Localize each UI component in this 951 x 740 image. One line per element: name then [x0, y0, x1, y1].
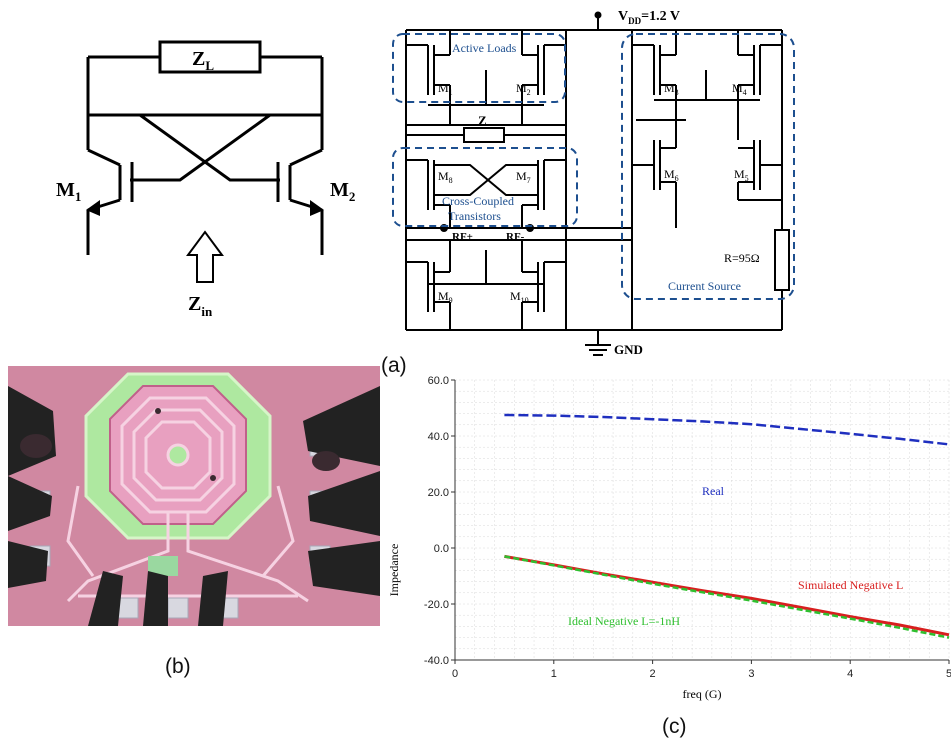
m2-arrow-icon [310, 200, 324, 216]
transistors-label: Transistors [448, 209, 501, 223]
x-tick-label: 4 [847, 668, 853, 680]
m9-label: M9 [438, 289, 453, 305]
negative-impedance-schematic: ZL M1 M2 Zin [56, 40, 355, 319]
series-label-real: Real [702, 484, 725, 498]
x-tick-label: 0 [452, 668, 458, 680]
series-real-line [504, 413, 950, 446]
m1-arrow-icon [86, 200, 100, 216]
input-arrow-icon [186, 230, 224, 283]
m1-label: M1 [438, 81, 453, 97]
z-label: Z [478, 113, 487, 128]
chart-series [504, 413, 950, 639]
x-tick-label: 3 [748, 668, 754, 680]
current-source-label: Current Source [668, 279, 741, 293]
m2-label: M2 [330, 179, 355, 204]
y-tick-label: -20.0 [424, 599, 449, 611]
current-source-box [621, 33, 795, 300]
x-tick-label: 5 [946, 668, 951, 680]
y-tick-label: 40.0 [428, 431, 449, 443]
chart-ticks: 0 1 2 3 4 5 60.0 40.0 20.0 0.0 -20.0 -40.0 [424, 375, 951, 680]
z-resistor [463, 127, 505, 143]
x-tick-label: 1 [551, 668, 557, 680]
active-loads-label: Active Loads [452, 41, 517, 55]
vdd-label: VDD=1.2 V [618, 9, 680, 26]
y-tick-label: 60.0 [428, 375, 449, 387]
series-label-ideal: Ideal Negative L=-1nH [568, 614, 680, 628]
zl-impedance-box [158, 40, 262, 74]
m5-label: M5 [734, 167, 749, 183]
caption-a: (a) [381, 354, 407, 377]
schematic-a-wires [405, 15, 783, 356]
zin-label: Zin [188, 293, 213, 319]
r-resistor [774, 229, 790, 291]
chart-x-axis-label: freq (G) [683, 687, 722, 701]
cross-coupled-box [392, 147, 578, 227]
m3-label: M3 [664, 81, 679, 97]
gnd-label: GND [614, 342, 643, 357]
m10-label: M10 [510, 289, 529, 305]
m1-label: M1 [56, 179, 81, 204]
y-tick-label: 20.0 [428, 487, 449, 499]
y-tick-label: 0.0 [434, 543, 449, 555]
chip-micrograph-drawing [8, 366, 380, 626]
spiral-inductor [120, 396, 236, 514]
x-tick-label: 2 [650, 668, 656, 680]
chart-grid [454, 379, 950, 661]
m7-label: M7 [516, 169, 531, 185]
caption-b: (b) [165, 655, 191, 678]
dashed-boxes [392, 33, 795, 300]
series-ideal-line [504, 555, 950, 639]
series-label-simulated: Simulated Negative L [798, 578, 903, 592]
schematic-wires [86, 55, 324, 255]
caption-c: (c) [662, 715, 687, 738]
vco-schematic-a: VDD=1.2 V GND Active Loads Cross-Coupled… [392, 9, 795, 357]
m6-label: M6 [664, 167, 679, 183]
m2-label: M2 [516, 81, 531, 97]
probe-shadows [20, 408, 340, 481]
y-tick-label: -40.0 [424, 655, 449, 667]
vdd-node [594, 11, 602, 19]
m4-label: M4 [732, 81, 747, 97]
r-label: R=95Ω [724, 251, 760, 265]
impedance-chart: 0 1 2 3 4 5 60.0 40.0 20.0 0.0 -20.0 -40.0 Impedanc… [387, 375, 951, 701]
core-circuit [148, 556, 178, 576]
rf-plus-label: RF+ [452, 231, 473, 243]
zl-label: ZL [192, 48, 214, 73]
active-loads-box [392, 33, 566, 103]
chart-y-axis-label: Impedance [387, 544, 401, 597]
transistor-labels: M1 M2 M3 M4 M5 M6 M7 M8 M9 M10 [438, 81, 749, 305]
rf-minus-label: RF- [506, 231, 525, 243]
m8-label: M8 [438, 169, 453, 185]
cross-coupled-label: Cross-Coupled [442, 194, 514, 208]
chip-micrograph [8, 366, 380, 626]
